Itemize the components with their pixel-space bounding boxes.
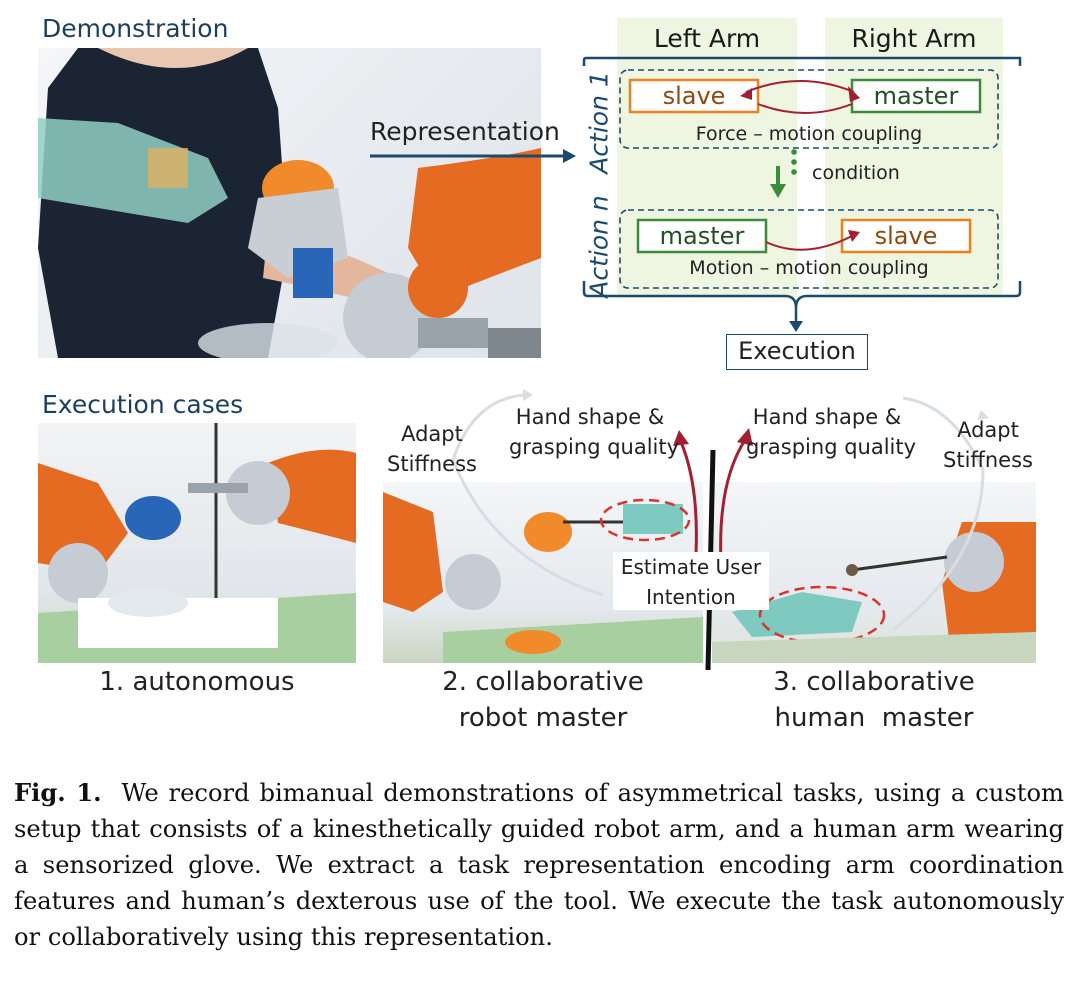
estimate-user-intention-line2: Intention: [646, 585, 736, 609]
action-n-label: Action n: [584, 195, 614, 298]
master-box-bottom: master: [659, 222, 745, 250]
adapt-stiffness-right-1: Adapt: [957, 418, 1019, 442]
master-box-top: master: [873, 82, 959, 110]
demonstration-photo: [38, 48, 541, 358]
case2-label-line1: 2. collaborative: [442, 667, 644, 697]
hand-shape-right-1: Hand shape &: [752, 405, 902, 429]
case3-label-line2: human master: [774, 703, 974, 733]
force-motion-coupling: Force – motion coupling: [695, 123, 923, 145]
case2-label-line2: robot master: [458, 703, 628, 733]
hand-shape-right-2: grasping quality: [745, 435, 917, 459]
representation-frame: [582, 56, 1022, 332]
estimate-user-intention-line1: Estimate User: [620, 555, 762, 579]
execution-box: [726, 334, 868, 370]
left-arm-header: Left Arm: [653, 24, 761, 53]
adapt-stiffness-left-1: Adapt: [401, 422, 463, 446]
demonstration-title: Demonstration: [42, 14, 229, 43]
caption-text: We record bimanual demonstrations of asy…: [14, 779, 1064, 951]
representation-label: Representation: [370, 117, 560, 146]
adapt-stiffness-left-2: Stiffness: [387, 452, 477, 476]
motion-motion-coupling: Motion – motion coupling: [689, 257, 929, 279]
adapt-stiffness-right-2: Stiffness: [943, 448, 1033, 472]
case1-photo: [38, 423, 356, 663]
estimate-box: [613, 552, 769, 610]
case2-photo: [383, 482, 703, 663]
condition-label: condition: [812, 162, 900, 184]
slave-box-top: slave: [662, 82, 726, 110]
caption-label: Fig. 1.: [14, 778, 102, 807]
slave-box-bottom: slave: [874, 222, 938, 250]
right-arm-header: Right Arm: [851, 24, 977, 53]
representation-arrow: [370, 149, 576, 163]
case1-label: 1. autonomous: [99, 667, 295, 697]
hand-shape-left-2: grasping quality: [508, 435, 680, 459]
action-1-label: Action 1: [584, 71, 614, 174]
case3-label-line1: 3. collaborative: [773, 667, 975, 697]
hand-shape-left-1: Hand shape &: [515, 405, 665, 429]
execution-cases-title: Execution cases: [42, 390, 244, 419]
figure-caption: Fig. 1. We record bimanual demonstration…: [14, 775, 1064, 955]
execution-label: Execution: [738, 337, 856, 365]
